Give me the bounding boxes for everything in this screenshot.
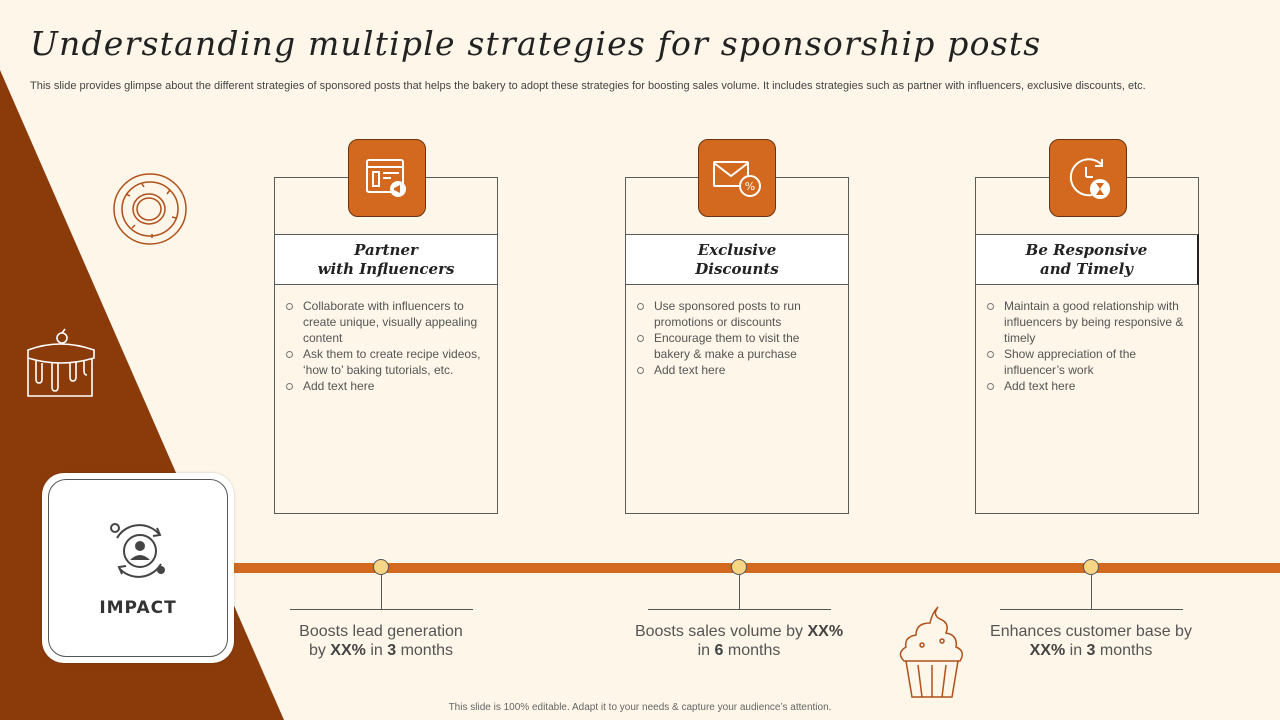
clock-timer-icon	[1069, 158, 1110, 199]
web-marketing-icon	[366, 159, 406, 197]
svg-text:%: %	[745, 180, 755, 193]
impact-customer-base: Enhances customer base by XX% in 3 month…	[990, 623, 1192, 659]
list-item: Add text here	[984, 378, 1188, 394]
card-bullet-list: Use sponsored posts to run promotions or…	[634, 298, 838, 378]
card-heading: Be Responsive and Timely	[975, 234, 1199, 285]
card-heading: Exclusive Discounts	[625, 234, 849, 285]
timeline-bar	[234, 563, 1280, 573]
page-subtitle: This slide provides glimpse about the di…	[30, 80, 1146, 92]
card-bullet-list: Maintain a good relationship with influe…	[984, 298, 1188, 394]
timeline-dot	[731, 559, 747, 575]
timeline-underline	[648, 609, 831, 610]
timeline-dot	[373, 559, 389, 575]
list-item: Collaborate with influencers to create u…	[283, 298, 487, 346]
timeline-underline	[1000, 609, 1183, 610]
timeline-dot	[1083, 559, 1099, 575]
timeline-connector	[1091, 575, 1092, 609]
card-heading: Partner with Influencers	[274, 234, 498, 285]
cupcake-icon	[899, 606, 963, 698]
timeline-connector	[381, 575, 382, 609]
strategy-card-responsive: Be Responsive and Timely Maintain a good…	[975, 177, 1199, 514]
card-icon-box	[348, 139, 426, 217]
user-cycle-icon	[110, 523, 165, 578]
impact-label: IMPACT	[99, 598, 177, 618]
footer-note: This slide is 100% editable. Adapt it to…	[448, 702, 832, 713]
card-bullet-list: Collaborate with influencers to create u…	[283, 298, 487, 394]
card-icon-box: %	[698, 139, 776, 217]
strategy-card-influencers: Partner with Influencers Collaborate wit…	[274, 177, 498, 514]
strategy-card-discounts: Exclusive Discounts Use sponsored posts …	[625, 177, 849, 514]
list-item: Maintain a good relationship with influe…	[984, 298, 1188, 346]
list-item: Add text here	[283, 378, 487, 394]
list-item: Add text here	[634, 362, 838, 378]
list-item: Show appreciation of the influencer’s wo…	[984, 346, 1188, 378]
page-title: Understanding multiple strategies for sp…	[30, 24, 1042, 63]
email-discount-icon: %	[713, 161, 761, 197]
timeline-underline	[290, 609, 473, 610]
card-icon-box	[1049, 139, 1127, 217]
cake-icon	[27, 328, 95, 397]
impact-box: IMPACT	[42, 473, 234, 663]
list-item: Use sponsored posts to run promotions or…	[634, 298, 838, 330]
timeline-connector	[739, 575, 740, 609]
impact-lead-generation: Boosts lead generation by XX% in 3 month…	[299, 623, 463, 659]
list-item: Ask them to create recipe videos, ‘how t…	[283, 346, 487, 378]
donut-icon	[113, 173, 187, 245]
list-item: Encourage them to visit the bakery & mak…	[634, 330, 838, 362]
impact-sales-volume: Boosts sales volume by XX% in 6 months	[634, 623, 844, 659]
